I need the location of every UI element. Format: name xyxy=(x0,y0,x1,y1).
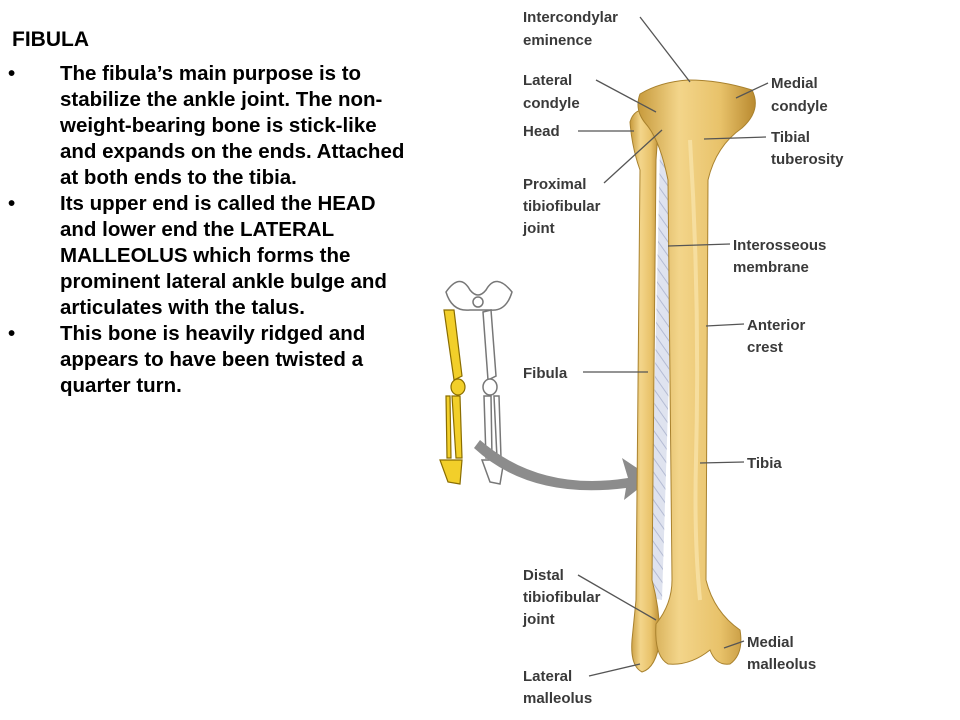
bullet-item: • This bone is heavily ridged and appears… xyxy=(8,321,408,399)
bullet-text: Its upper end is called the HEAD and low… xyxy=(60,192,387,319)
highlighted-leg xyxy=(439,309,466,485)
bullet-text: The fibula’s main purpose is to stabiliz… xyxy=(60,62,405,189)
bullet-text: This bone is heavily ridged and appears … xyxy=(60,322,366,397)
label-medial-malleolus: Medial malleolus xyxy=(747,634,816,673)
label-proximal-tibiofibular-joint: Proximal tibiofibular joint xyxy=(522,176,605,237)
label-distal-tibiofibular-joint: Distal tibiofibular joint xyxy=(522,567,605,628)
label-intercondylar-eminence: Intercondylar eminence xyxy=(523,9,622,49)
bullet-item: • Its upper end is called the HEAD and lo… xyxy=(8,191,408,321)
label-tibia: Tibia xyxy=(747,455,782,472)
bullet-list: • The fibula’s main purpose is to stabili… xyxy=(8,61,408,399)
bullet-dot: • xyxy=(8,322,16,345)
bullet-dot: • xyxy=(8,62,16,85)
slide-title: FIBULA xyxy=(12,28,89,51)
label-lateral-malleolus: Lateral malleolus xyxy=(523,668,592,707)
label-head: Head xyxy=(523,123,560,140)
label-anterior-crest: Anterior crest xyxy=(747,317,810,356)
label-fibula: Fibula xyxy=(523,365,568,382)
bullet-dot: • xyxy=(8,192,16,215)
label-interosseous-membrane: Interosseous membrane xyxy=(733,237,831,276)
pointer-arrow xyxy=(474,440,652,500)
label-medial-condyle: Medial condyle xyxy=(771,75,828,115)
label-tibial-tuberosity: Tibial tuberosity xyxy=(771,129,844,168)
bullet-item: • The fibula’s main purpose is to stabili… xyxy=(8,61,408,191)
leader-lines xyxy=(577,16,769,677)
label-lateral-condyle: Lateral condyle xyxy=(523,72,580,112)
